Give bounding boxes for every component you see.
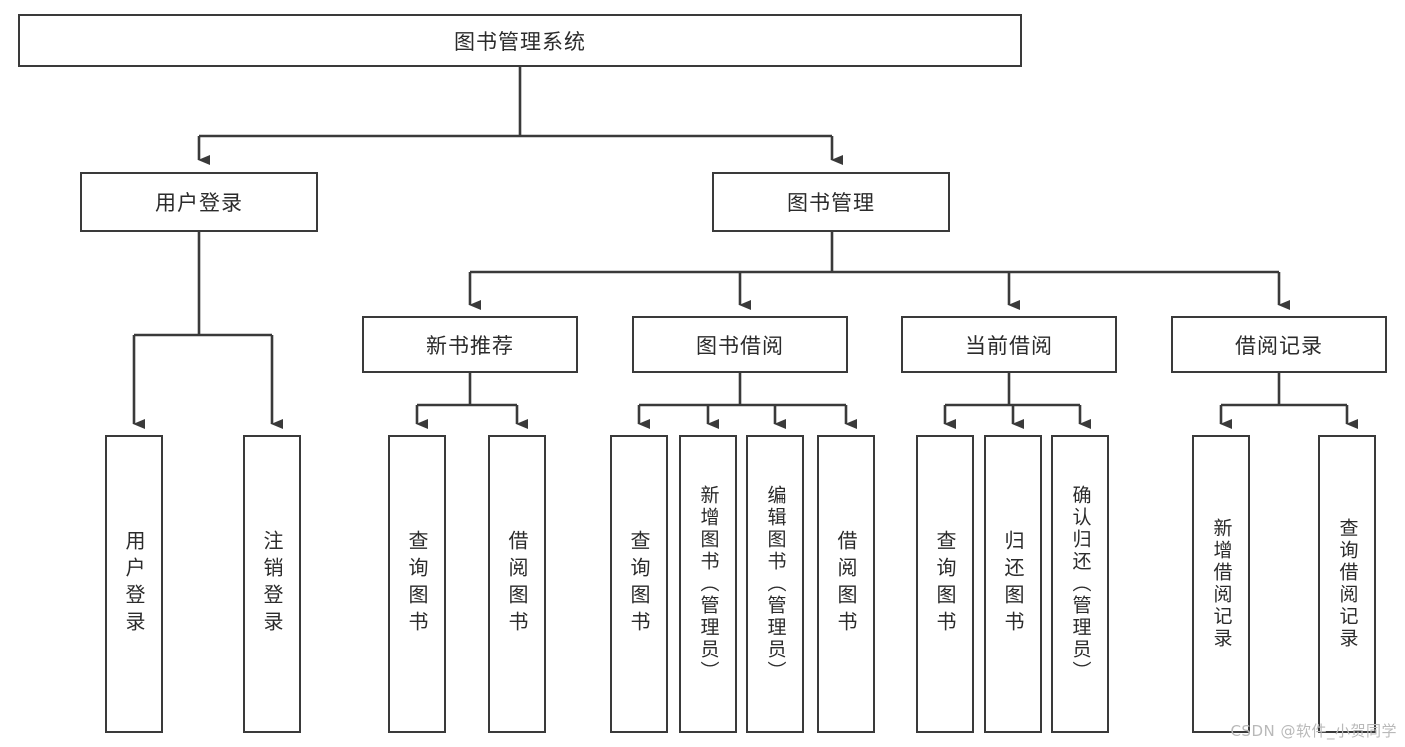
node-label: 查询图书: [627, 530, 651, 638]
node-label: 图书借阅: [696, 333, 784, 358]
leaf-user-login[interactable]: 用户登录: [105, 435, 163, 733]
node-label: 编辑图书（管理员）: [764, 485, 787, 683]
node-user-login[interactable]: 用户登录: [80, 172, 318, 232]
csdn-watermark: CSDN @软件_小贺同学: [1230, 722, 1397, 740]
node-label: 用户登录: [122, 530, 146, 638]
node-book-management[interactable]: 图书管理: [712, 172, 950, 232]
node-label: 新增借阅记录: [1210, 518, 1233, 650]
node-label: 用户登录: [155, 191, 243, 215]
node-borrow-record[interactable]: 借阅记录: [1171, 316, 1387, 373]
node-new-book-recommend[interactable]: 新书推荐: [362, 316, 578, 373]
leaf-record-query-borrow-record[interactable]: 查询借阅记录: [1318, 435, 1376, 733]
node-label: 图书管理系统: [454, 29, 586, 54]
leaf-current-return-book[interactable]: 归还图书: [984, 435, 1042, 733]
node-label: 借阅图书: [834, 530, 858, 638]
node-label: 归还图书: [1001, 530, 1025, 638]
node-label: 注销登录: [260, 530, 284, 638]
leaf-record-add-borrow-record[interactable]: 新增借阅记录: [1192, 435, 1250, 733]
node-label: 新增图书（管理员）: [697, 485, 720, 683]
leaf-recommend-borrow-book[interactable]: 借阅图书: [488, 435, 546, 733]
node-label: 当前借阅: [965, 333, 1053, 358]
node-label: 新书推荐: [426, 333, 514, 358]
leaf-current-query-book[interactable]: 查询图书: [916, 435, 974, 733]
node-label: 确认归还（管理员）: [1069, 485, 1092, 683]
leaf-borrow-edit-book-admin[interactable]: 编辑图书（管理员）: [746, 435, 804, 733]
node-current-borrow[interactable]: 当前借阅: [901, 316, 1117, 373]
leaf-borrow-borrow-book[interactable]: 借阅图书: [817, 435, 875, 733]
leaf-logout[interactable]: 注销登录: [243, 435, 301, 733]
leaf-borrow-query-book[interactable]: 查询图书: [610, 435, 668, 733]
node-label: 查询图书: [405, 530, 429, 638]
node-label: 查询图书: [933, 530, 957, 638]
node-root-book-management-system[interactable]: 图书管理系统: [18, 14, 1022, 67]
leaf-current-confirm-return-admin[interactable]: 确认归还（管理员）: [1051, 435, 1109, 733]
node-label: 借阅记录: [1235, 333, 1323, 358]
leaf-borrow-add-book-admin[interactable]: 新增图书（管理员）: [679, 435, 737, 733]
node-label: 查询借阅记录: [1336, 518, 1359, 650]
leaf-recommend-query-book[interactable]: 查询图书: [388, 435, 446, 733]
node-label: 借阅图书: [505, 530, 529, 638]
node-label: 图书管理: [787, 191, 875, 215]
node-book-borrow[interactable]: 图书借阅: [632, 316, 848, 373]
